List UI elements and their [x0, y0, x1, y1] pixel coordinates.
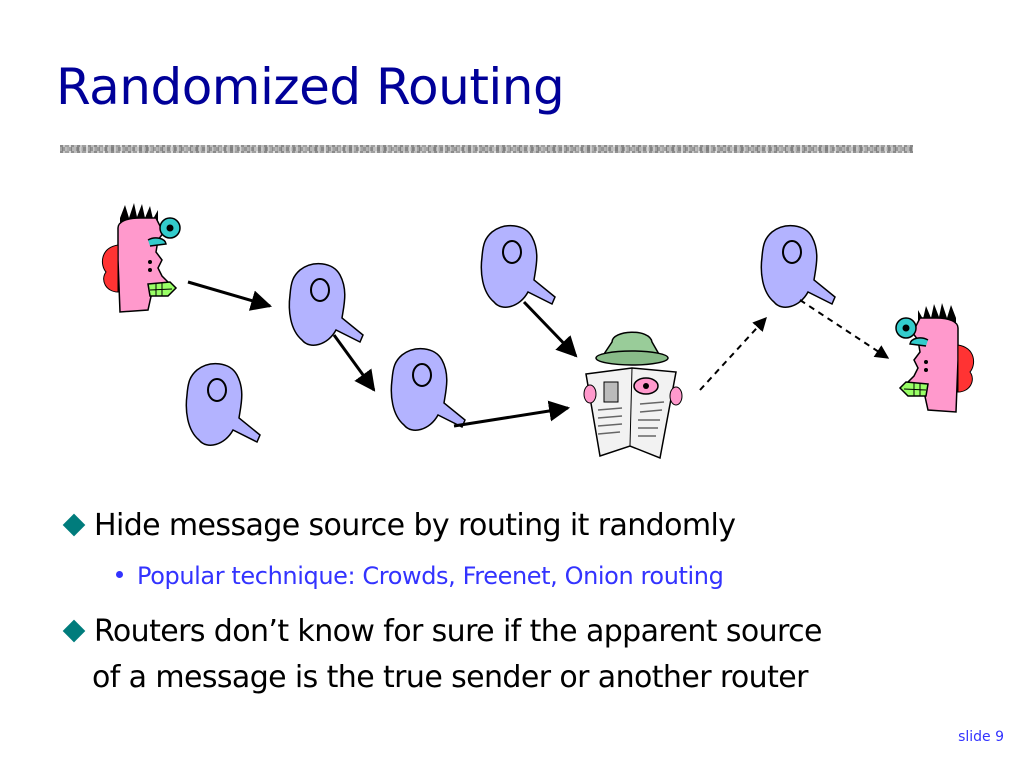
- bullet-item: Hide message source by routing it random…: [58, 508, 736, 543]
- router-face-icon: [185, 362, 261, 447]
- router-face-icon: [480, 224, 556, 309]
- bullet-item: Routers don’t know for sure if the appar…: [58, 614, 822, 649]
- slide-title: Randomized Routing: [56, 58, 565, 116]
- routing-diagram: [101, 203, 975, 460]
- router-face-icon: [288, 262, 364, 347]
- dot-bullet-icon: [116, 571, 123, 578]
- diamond-bullet-icon: [62, 619, 86, 642]
- sender-face-icon: [101, 203, 181, 313]
- receiver-face-icon: [895, 303, 975, 413]
- router-face-icon: [760, 224, 836, 309]
- slide-number: slide 9: [958, 729, 1004, 745]
- router-face-icon: [390, 347, 466, 432]
- diamond-bullet-icon: [62, 513, 86, 536]
- title-divider: [60, 145, 913, 153]
- bullet-item-continuation: of a message is the true sender or anoth…: [92, 660, 808, 695]
- spy-newspaper-icon: [583, 331, 683, 460]
- sub-bullet-item: Popular technique: Crowds, Freenet, Onio…: [110, 562, 724, 590]
